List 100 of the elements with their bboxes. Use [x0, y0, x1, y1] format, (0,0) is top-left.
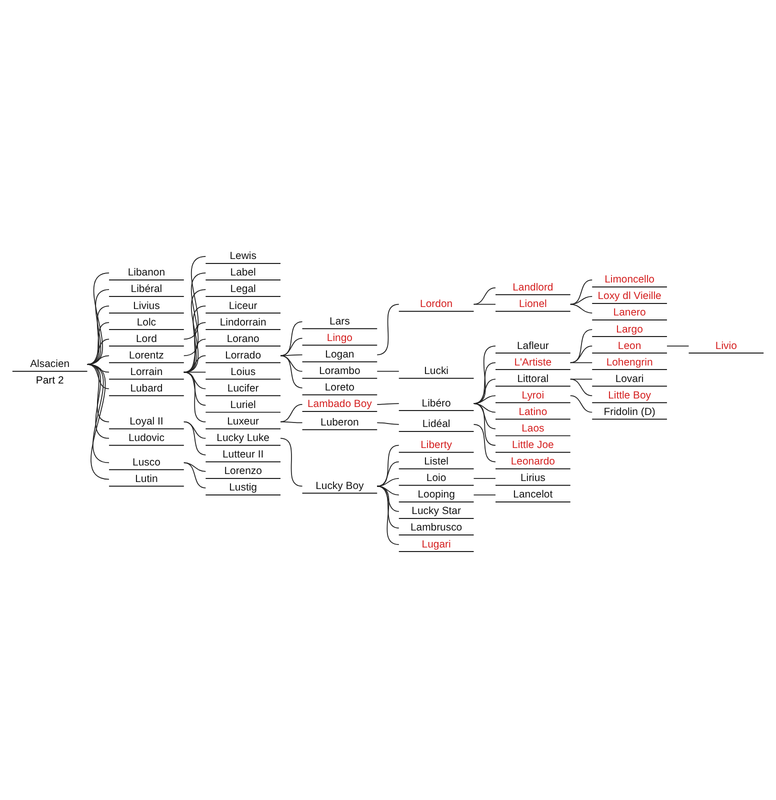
node-text: Lutin — [135, 473, 158, 484]
node-text: Lubard — [130, 382, 163, 394]
node-text: Laos — [522, 422, 544, 434]
node-text: Lionel — [518, 298, 547, 310]
connector — [183, 305, 206, 372]
node-text: Livius — [133, 300, 160, 312]
node-text: Fridolin (D) — [604, 406, 656, 418]
node-text: Liberty — [420, 440, 452, 451]
node-text: Lancelot — [513, 489, 553, 500]
connector — [570, 296, 593, 304]
node-text: Lorambo — [319, 366, 360, 377]
connector — [376, 422, 400, 424]
node-text: Libéral — [130, 284, 162, 295]
node-text: Luxeur — [227, 416, 260, 428]
connector — [376, 370, 400, 372]
node-text: Lafleur — [516, 340, 549, 352]
node-text: Ludovic — [128, 432, 164, 444]
node-text: Little Boy — [608, 390, 652, 401]
node-text: Lindorrain — [220, 316, 266, 328]
connector — [473, 362, 496, 404]
connector — [86, 338, 110, 364]
node-text: Libéro — [422, 398, 451, 409]
node-text: Label — [230, 267, 256, 278]
node-text: Luriel — [230, 399, 256, 410]
node-text: Lorentz — [129, 350, 164, 361]
connector — [376, 402, 400, 404]
node-text: Legal — [230, 284, 256, 295]
node-text: Lusco — [132, 456, 160, 468]
node-text: Lugari — [422, 538, 451, 550]
connector — [280, 403, 303, 422]
connector — [183, 354, 206, 372]
node-text: Liceur — [228, 300, 258, 312]
node-text: Lucifer — [227, 382, 259, 394]
connector — [183, 256, 206, 340]
node-text: Lyroi — [522, 390, 544, 401]
connector — [280, 354, 303, 356]
node-text: Little Joe — [512, 440, 554, 451]
connector — [570, 328, 593, 363]
node-text: Limoncello — [604, 274, 654, 286]
node-text: Lorenzo — [224, 466, 262, 477]
connector — [570, 378, 593, 396]
node-text: Loio — [426, 472, 446, 484]
connector — [473, 494, 496, 495]
node-text: Lirius — [520, 472, 546, 484]
connector — [183, 371, 206, 406]
node-text: Alsacien — [30, 358, 70, 370]
node-text: Loius — [230, 366, 256, 378]
connector — [183, 371, 206, 422]
connector — [376, 460, 400, 486]
connector — [473, 394, 496, 404]
node-text: Lorano — [226, 333, 260, 344]
node-text: Loyal II — [130, 416, 164, 428]
connector — [376, 444, 400, 486]
connector — [473, 402, 496, 446]
connector — [473, 424, 496, 462]
node-text: Lustig — [229, 482, 258, 494]
connector — [86, 354, 110, 364]
node-text: Lutteur II — [222, 449, 264, 460]
node-text: Luberon — [320, 416, 359, 428]
connector — [280, 437, 303, 486]
node-text: Lolc — [136, 316, 156, 328]
label: Part 2 — [36, 375, 64, 386]
node-text: Logan — [325, 349, 354, 360]
node-text: Littoral — [517, 373, 549, 384]
connector — [86, 305, 110, 364]
connector — [183, 462, 206, 488]
node-text: Livio — [715, 340, 737, 352]
connector — [280, 354, 303, 372]
connector — [183, 272, 206, 356]
connector — [280, 320, 303, 356]
connector — [473, 303, 496, 304]
connector — [473, 477, 496, 478]
connector — [86, 322, 110, 364]
connector — [473, 378, 496, 404]
connector — [570, 303, 593, 313]
connector — [570, 378, 593, 380]
connector — [570, 345, 593, 363]
connector — [376, 303, 400, 355]
connector — [86, 272, 110, 364]
node-text: Lars — [330, 316, 350, 327]
node-text: Looping — [418, 489, 455, 500]
node-text: Lord — [136, 333, 157, 344]
node-text: Leon — [618, 340, 642, 352]
node-text: Lucky Boy — [316, 480, 364, 492]
node-text: Listel — [424, 456, 448, 468]
connector — [183, 338, 206, 372]
node-text: Loxy dl Vieille — [598, 290, 662, 302]
node-text: Latino — [518, 406, 548, 418]
connector — [666, 345, 690, 346]
node-text: Loreto — [324, 382, 354, 394]
node-text: Lordon — [420, 298, 453, 310]
connector — [183, 322, 206, 372]
node-text: Lidéal — [422, 418, 450, 430]
node-text: Lingo — [326, 332, 352, 344]
node-text: Lorrain — [130, 366, 163, 378]
connector — [86, 288, 110, 364]
connector — [280, 354, 303, 388]
node-text: Lambado Boy — [307, 398, 372, 410]
connector — [280, 420, 303, 423]
connector — [570, 362, 593, 363]
